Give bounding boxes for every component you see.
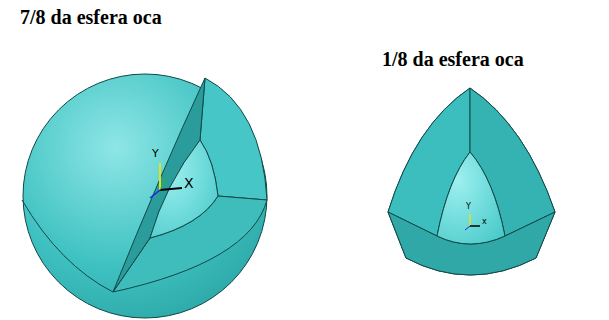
figure-heading: 1/8 da esfera oca xyxy=(382,48,524,70)
one-eighth-sphere xyxy=(388,88,555,275)
seven-eighths-sphere xyxy=(22,74,267,318)
axis-label: Y xyxy=(152,148,159,160)
figure-heading: 7/8 da esfera oca xyxy=(20,6,162,28)
axis-label: Y xyxy=(466,203,471,212)
axis-label: x xyxy=(482,218,487,227)
axis-label: X xyxy=(184,176,194,191)
